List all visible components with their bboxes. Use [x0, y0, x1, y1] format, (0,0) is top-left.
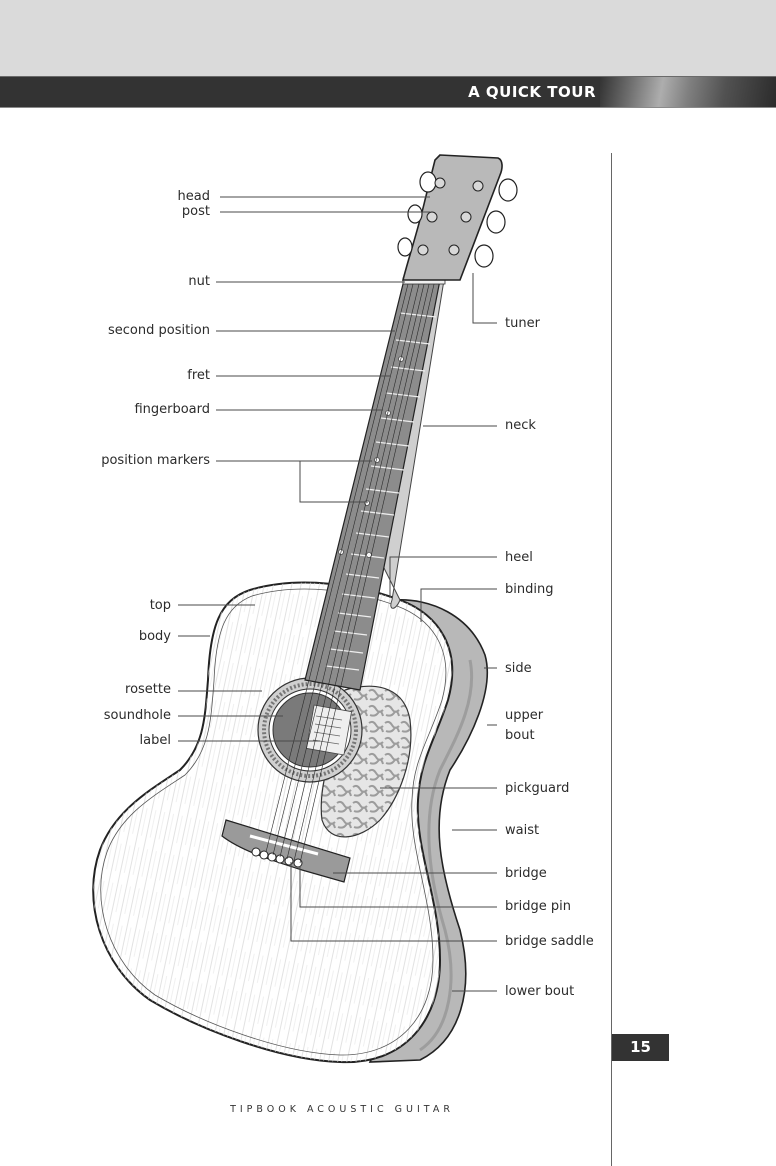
- label-tuner: tuner: [505, 316, 540, 331]
- label-side: side: [505, 661, 532, 676]
- label-nut: nut: [188, 274, 210, 289]
- label-head: head: [177, 189, 210, 204]
- label-pickguard: pickguard: [505, 781, 570, 796]
- label-upper-bout-line1: upper: [505, 708, 544, 723]
- bridge-pins: [251, 847, 303, 868]
- running-footer: TIPBOOK ACOUSTIC GUITAR: [230, 1104, 454, 1115]
- label-heel: heel: [505, 550, 533, 565]
- section-header-bar: A QUICK TOUR: [0, 76, 776, 108]
- label-rosette: rosette: [125, 682, 171, 697]
- tuner-buttons: [397, 171, 518, 268]
- label-label: label: [139, 733, 171, 748]
- label-top: top: [149, 598, 171, 613]
- section-title: A QUICK TOUR: [468, 83, 596, 101]
- binding-line: [100, 588, 447, 1056]
- label-second-position: second position: [108, 323, 210, 338]
- label-paper: [306, 704, 352, 756]
- soundhole-assembly: [257, 677, 363, 783]
- neck: [265, 277, 446, 864]
- label-waist: waist: [505, 823, 540, 838]
- label-position-markers: position markers: [101, 453, 210, 468]
- label-bridge: bridge: [505, 866, 547, 881]
- tuner-posts: [417, 177, 484, 256]
- header-guitar-photo: [600, 77, 776, 107]
- guitar-body: [92, 581, 454, 1064]
- label-lower-bout: lower bout: [505, 984, 575, 999]
- label-body: body: [138, 629, 171, 644]
- leader-lines: [178, 196, 497, 992]
- label-fingerboard: fingerboard: [134, 402, 210, 417]
- label-bridge-saddle: bridge saddle: [505, 934, 594, 949]
- label-fret: fret: [187, 368, 210, 383]
- page-number-tab: 15: [612, 1034, 669, 1061]
- margin-rule: [611, 153, 612, 1166]
- top-margin-band: [0, 0, 776, 76]
- label-binding: binding: [505, 582, 554, 597]
- label-bridge-pin: bridge pin: [505, 899, 571, 914]
- label-neck: neck: [505, 418, 536, 433]
- headstock: [397, 154, 518, 281]
- label-upper-bout-line2: bout: [505, 728, 535, 743]
- bridge: [221, 819, 351, 883]
- label-post: post: [181, 204, 210, 219]
- strings: [265, 279, 436, 864]
- label-soundhole: soundhole: [103, 708, 171, 723]
